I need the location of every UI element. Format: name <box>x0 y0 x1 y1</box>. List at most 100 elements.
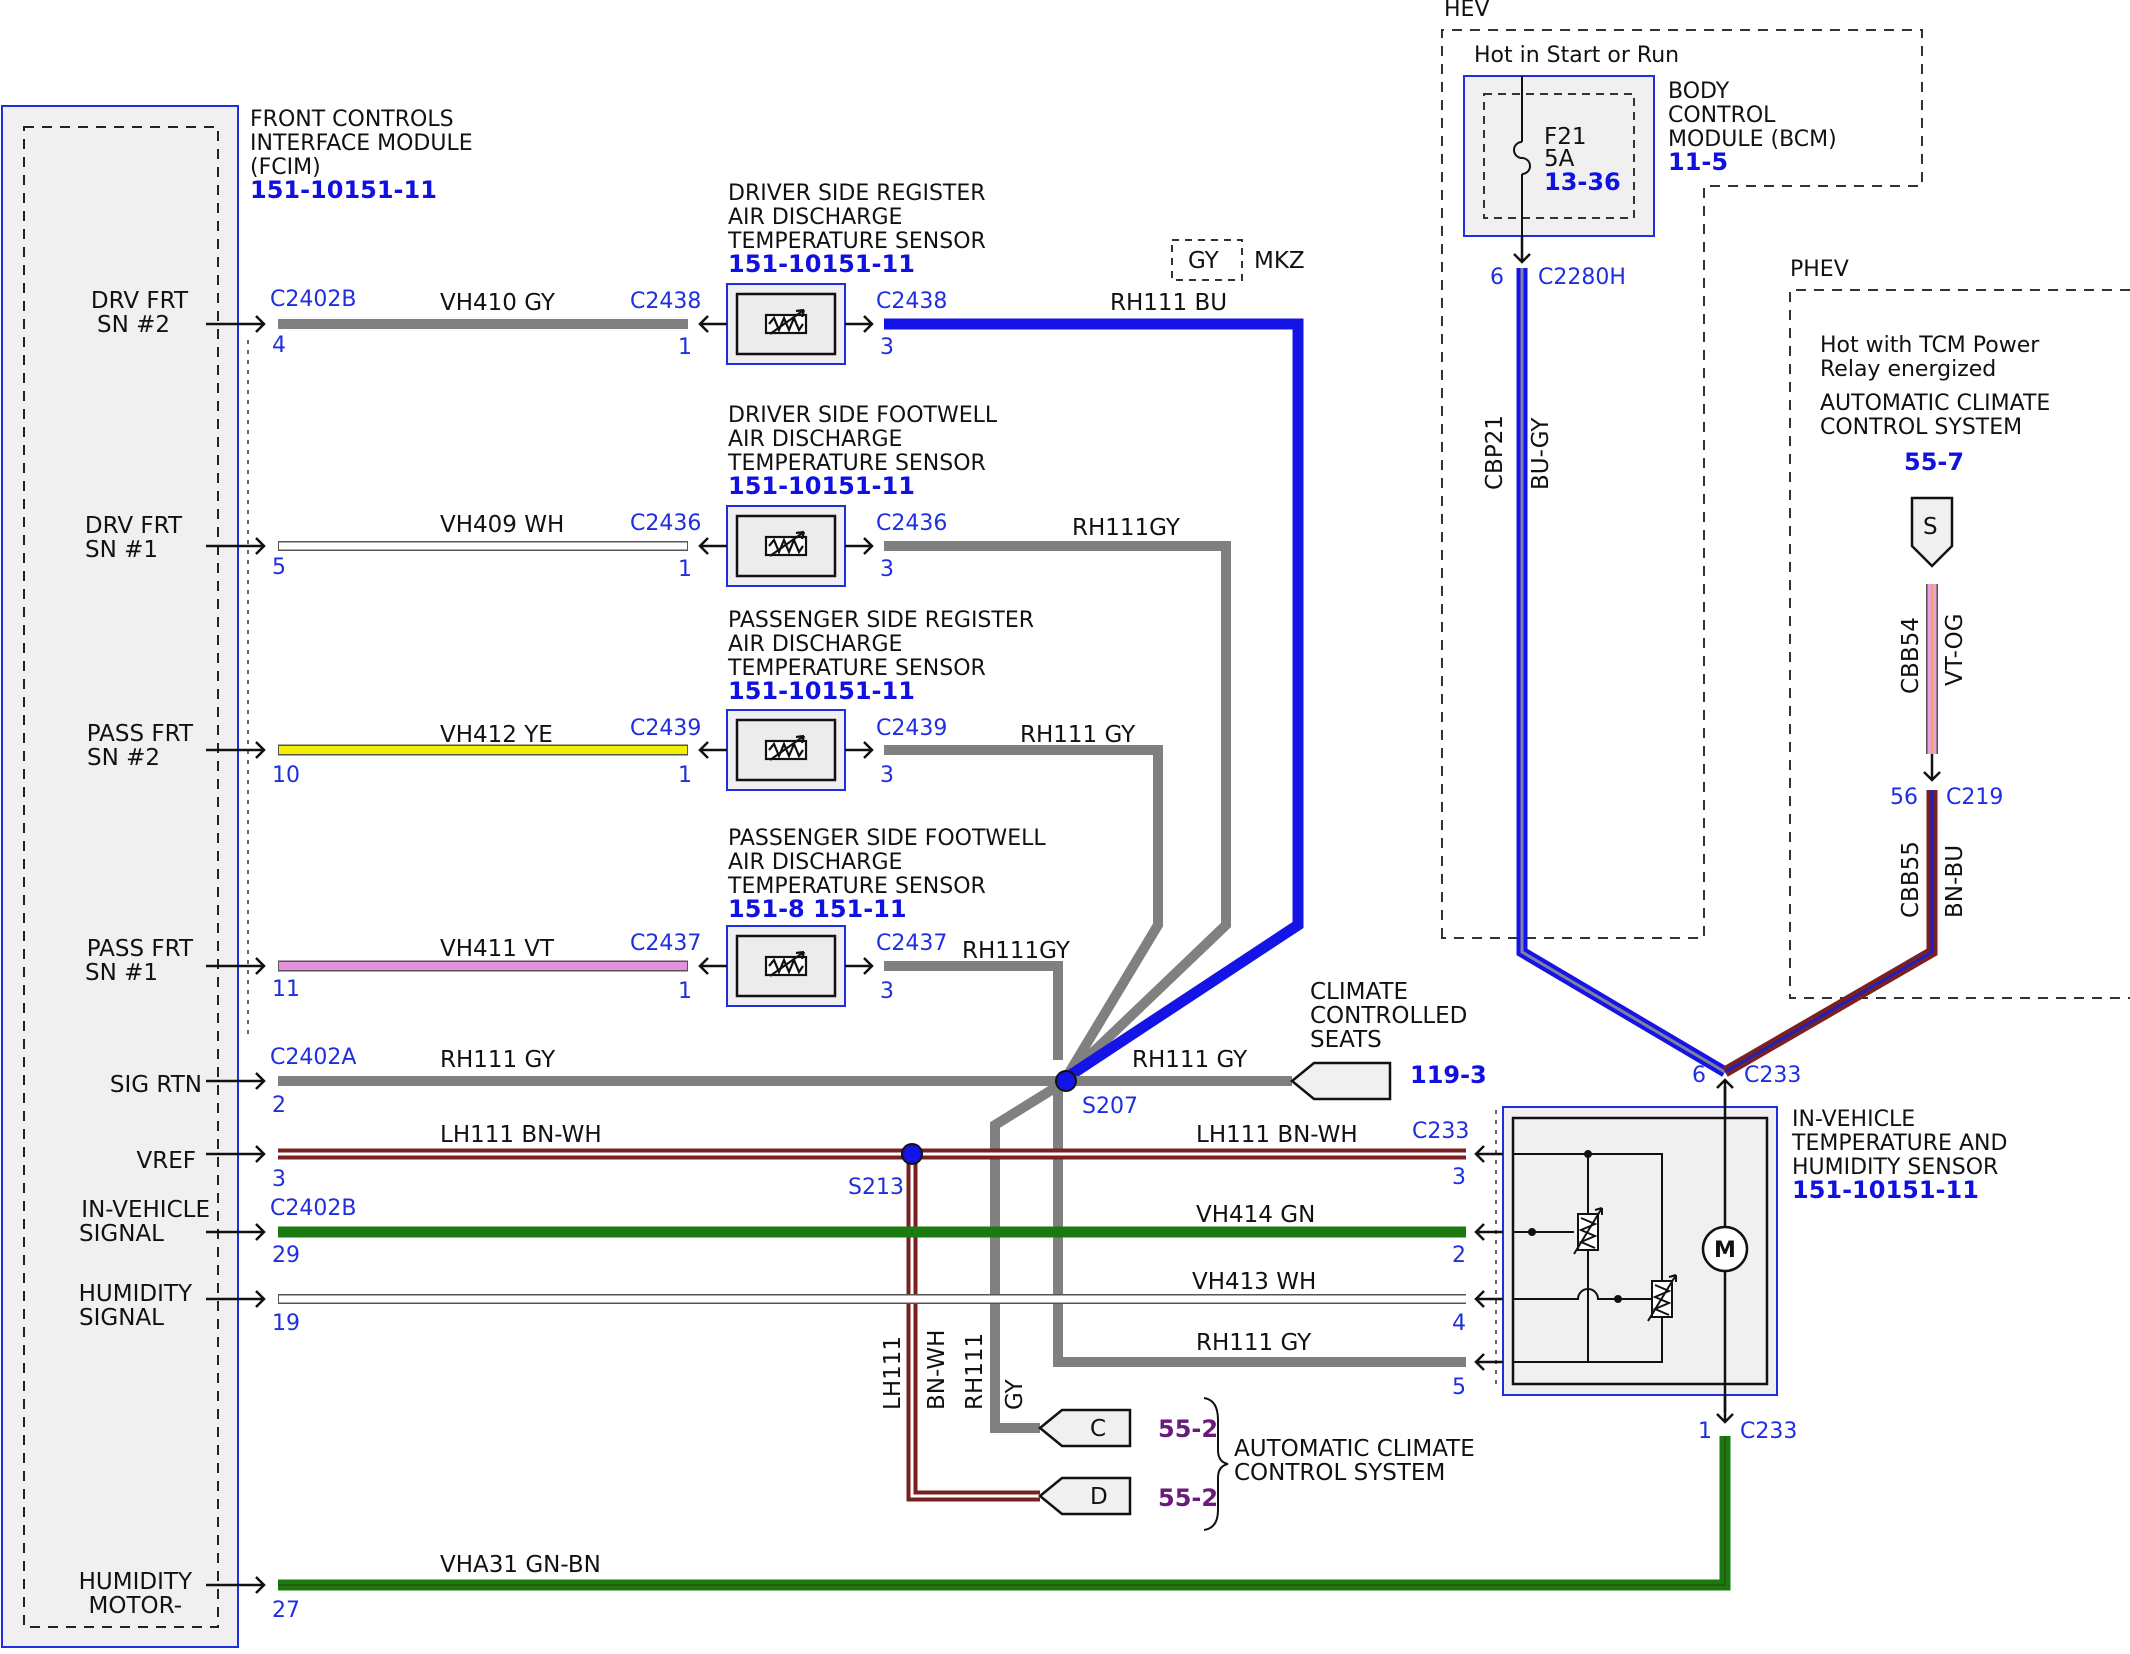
fcim-module: FRONT CONTROLS INTERFACE MODULE (FCIM) 1… <box>1 105 473 1648</box>
fcim-conn-c2402b-top: C2402B <box>270 287 356 312</box>
wire-humidity-motor: VHA31 GN-BN <box>440 1552 601 1578</box>
sensor4-pin-in: 1 <box>678 979 692 1004</box>
sensor1-conn-right: C2438 <box>876 289 947 314</box>
acc-c-label: C <box>1090 1416 1106 1442</box>
sensor3-conn-left: C2439 <box>630 716 701 741</box>
sensor1-pin-in: 1 <box>678 335 692 360</box>
climate-seats-label-3: SEATS <box>1310 1027 1382 1053</box>
phev-ref: 55-7 <box>1904 448 1964 476</box>
climate-seats: CLIMATE CONTROLLED SEATS 119-3 <box>1290 979 1487 1101</box>
sensor-passenger-register: PASSENGER SIDE REGISTER AIR DISCHARGE TE… <box>630 608 1034 791</box>
return-wires <box>278 318 1466 1433</box>
wire-in-vehicle: VH414 GN <box>1196 1202 1315 1228</box>
ivths-conn-left: C233 <box>1412 1119 1469 1144</box>
ivths-title-1: IN-VEHICLE <box>1792 1107 1915 1132</box>
wire-sig-rtn-right: RH111 GY <box>1132 1047 1248 1073</box>
wire-vref: LH111 BN-WH <box>440 1122 602 1148</box>
phev-acc-2: CONTROL SYSTEM <box>1820 415 2022 440</box>
sensor2-pin-in: 1 <box>678 557 692 582</box>
sensor2-title-1: DRIVER SIDE FOOTWELL <box>728 403 998 428</box>
wire-rh111gy-3: RH111GY <box>962 938 1071 964</box>
wire-rh111-gy-2: RH111 GY <box>1020 722 1136 748</box>
fcim-title-2: INTERFACE MODULE <box>250 131 473 156</box>
pin-label-sig-rtn: SIG RTN <box>110 1072 202 1098</box>
ivths-pin-2: 2 <box>1452 1243 1466 1268</box>
fcim-pin-19: 19 <box>272 1311 300 1336</box>
phev-wire1-color: VT-OG <box>1942 613 1968 686</box>
thermistor-icons <box>764 308 808 977</box>
phev-s-label: S <box>1923 514 1938 540</box>
acc-c-ref: 55-2 <box>1158 1415 1218 1443</box>
sensor1-title-1: DRIVER SIDE REGISTER <box>728 181 986 206</box>
ivths-pin-arrows <box>1474 1078 1734 1424</box>
sensor3-pin-out: 3 <box>880 763 894 788</box>
pin-label-drv-frt-sn1-b: SN #1 <box>85 537 158 563</box>
sensor2-title-2: AIR DISCHARGE <box>728 427 902 452</box>
pin-label-drv-frt-sn2-a: DRV FRT <box>91 288 189 314</box>
sensor4-title-1: PASSENGER SIDE FOOTWELL <box>728 826 1046 851</box>
wire-rh111-bu: RH111 BU <box>1110 290 1227 316</box>
sensor-wire-labels: VH410 GY VH409 WH VH412 YE VH411 VT <box>440 290 564 962</box>
phev-tag: PHEV <box>1790 257 1849 282</box>
hev-section: HEV Hot in Start or Run F21 5A 13-36 BOD… <box>1441 0 1923 1077</box>
wire-vh412: VH412 YE <box>440 722 553 748</box>
ivths-conn-bottom: C233 <box>1740 1419 1797 1444</box>
ivths-ref: 151-10151-11 <box>1792 1176 1979 1204</box>
ivths-title-3: HUMIDITY SENSOR <box>1792 1155 1998 1180</box>
ivths-pin-5: 5 <box>1452 1375 1466 1400</box>
fcim-pin-11: 11 <box>272 977 300 1002</box>
climate-seats-label-1: CLIMATE <box>1310 979 1408 1005</box>
acc-connectors: C 55-2 D 55-2 AUTOMATIC CLIMATE CONTROL … <box>1038 1397 1475 1531</box>
ivths-pin-4: 4 <box>1452 1311 1466 1336</box>
hev-connector: C2280H <box>1538 265 1626 290</box>
sensor-driver-register: DRIVER SIDE REGISTER AIR DISCHARGE TEMPE… <box>630 181 986 365</box>
mkz-option: GY MKZ <box>1171 239 1305 281</box>
phev-acc-1: AUTOMATIC CLIMATE <box>1820 391 2050 416</box>
motor-icon: M <box>1714 1238 1736 1263</box>
ivths-pin-3: 3 <box>1452 1165 1466 1190</box>
pin-label-pass-frt-sn2-a: PASS FRT <box>87 721 194 747</box>
fcim-title-3: (FCIM) <box>250 155 321 180</box>
sensor4-conn-left: C2437 <box>630 931 701 956</box>
thermistor-icon-4 <box>764 950 808 977</box>
signal-wires <box>278 1148 1731 1591</box>
ivths-title-2: TEMPERATURE AND <box>1791 1131 2007 1156</box>
pin-label-drv-frt-sn1-a: DRV FRT <box>85 513 183 539</box>
wire-return-gy: RH111 GY <box>1196 1330 1312 1356</box>
sensor2-pin-out: 3 <box>880 557 894 582</box>
fcim-title-1: FRONT CONTROLS <box>250 107 454 132</box>
fcim-pin-27: 27 <box>272 1598 300 1623</box>
splices: S207 S213 <box>848 1070 1138 1200</box>
phev-connector: C219 <box>1946 785 2003 810</box>
sensor3-ref: 151-10151-11 <box>728 677 915 705</box>
phev-section: PHEV Hot with TCM Power Relay energized … <box>1722 257 2130 1077</box>
acc-d-label: D <box>1090 1484 1108 1510</box>
sensor1-title-3: TEMPERATURE SENSOR <box>727 229 986 254</box>
fcim-pin-labels: DRV FRT SN #2 DRV FRT SN #1 PASS FRT SN … <box>79 288 210 1619</box>
sensor4-title-3: TEMPERATURE SENSOR <box>727 874 986 899</box>
sensor3-title-3: TEMPERATURE SENSOR <box>727 656 986 681</box>
pin-label-humidity-motor-a: HUMIDITY <box>79 1569 193 1595</box>
climate-seats-label-2: CONTROLLED <box>1310 1003 1467 1029</box>
mkz-label: MKZ <box>1254 248 1305 274</box>
wire-vref-right: LH111 BN-WH <box>1196 1122 1358 1148</box>
hev-fuse-ref: 13-36 <box>1544 168 1621 196</box>
wire-rh111gy-1: RH111GY <box>1072 515 1181 541</box>
wire-gy-vert: GY <box>1002 1378 1028 1410</box>
sensor2-conn-right: C2436 <box>876 511 947 536</box>
phev-wire2-color: BN-BU <box>1942 845 1968 918</box>
ivths-module: IN-VEHICLE TEMPERATURE AND HUMIDITY SENS… <box>1495 1086 2007 1412</box>
sensor3-title-1: PASSENGER SIDE REGISTER <box>728 608 1034 633</box>
phev-pin: 56 <box>1890 785 1918 810</box>
acc-label-1: AUTOMATIC CLIMATE <box>1234 1436 1475 1462</box>
signal-wire-labels: LH111 BN-WH LH111 BN-WH VH414 GN VH413 W… <box>440 1122 1358 1578</box>
phev-wire1-circuit: CBB54 <box>1898 617 1924 694</box>
pin-label-humidity-signal-b: SIGNAL <box>79 1305 164 1331</box>
wire-vh410: VH410 GY <box>440 290 556 316</box>
pin-label-pass-frt-sn2-b: SN #2 <box>87 745 160 771</box>
sensor4-ref: 151-8 151-11 <box>728 895 907 923</box>
sensor1-pin-out: 3 <box>880 335 894 360</box>
wires-to-sensors <box>278 319 688 972</box>
wire-sig-rtn: RH111 GY <box>440 1047 556 1073</box>
